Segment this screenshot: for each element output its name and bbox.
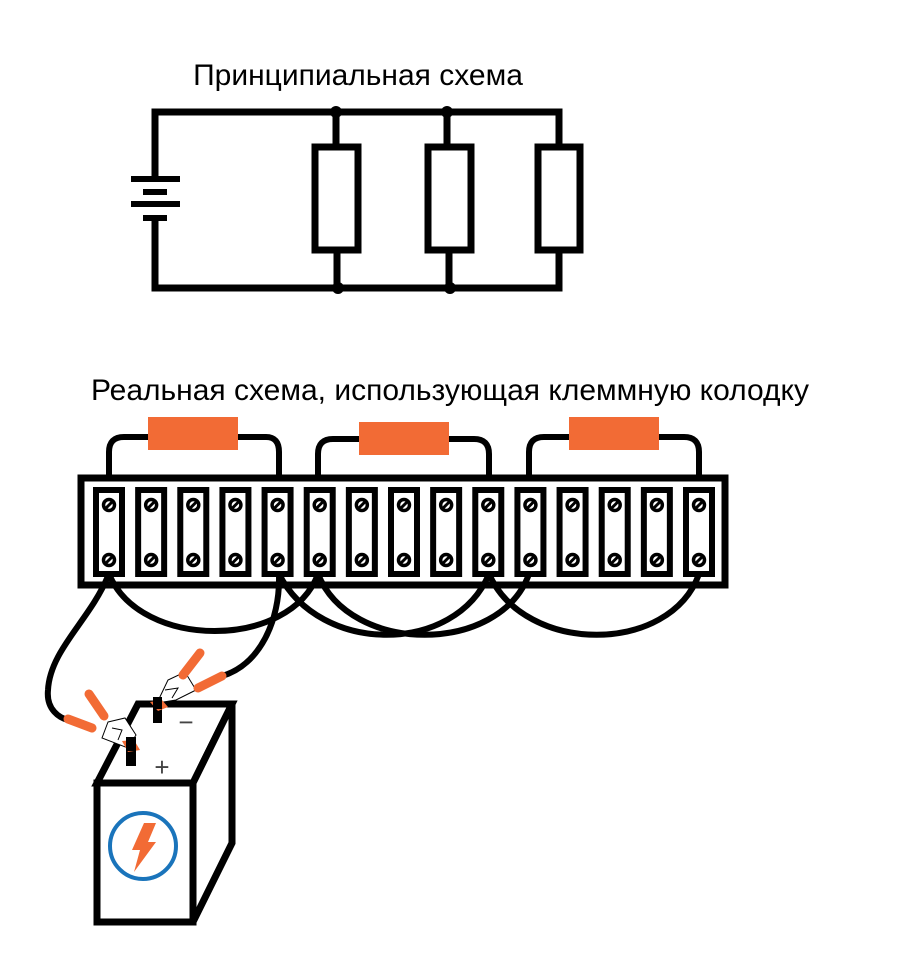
screw-icon — [565, 552, 580, 568]
screw-icon — [270, 497, 285, 513]
screw-icon — [565, 497, 580, 513]
resistor-body-2 — [359, 422, 449, 455]
schematic-wire-top — [151, 108, 563, 178]
positive-sign: + — [154, 752, 169, 782]
screw-icon — [270, 552, 285, 568]
screw-icon — [396, 552, 412, 568]
positive-alligator-clip — [63, 689, 140, 752]
junction-dot — [444, 282, 456, 294]
terminal-5 — [261, 487, 294, 577]
screw-icon — [607, 552, 622, 568]
negative-sign: − — [178, 707, 193, 737]
screw-icon — [481, 497, 496, 513]
schematic-battery-symbol — [131, 176, 180, 221]
screw-icon — [101, 497, 117, 513]
screw-icon — [396, 497, 412, 513]
terminal-strip — [93, 487, 715, 577]
clip-handle — [63, 714, 97, 733]
terminal-7 — [345, 487, 378, 577]
junction-dot — [441, 106, 453, 118]
screw-icon — [101, 552, 117, 568]
screw-icon — [649, 552, 665, 568]
screw-icon — [523, 552, 538, 568]
screw-icon — [691, 497, 707, 513]
terminal-6 — [303, 487, 336, 577]
screw-icon — [354, 552, 370, 568]
terminal-2 — [135, 487, 168, 577]
terminal-3 — [177, 487, 210, 577]
terminal-13 — [598, 487, 631, 577]
screw-icon — [691, 552, 707, 568]
schematic-wire-bottom — [151, 218, 563, 292]
negative-alligator-clip — [150, 648, 227, 711]
bottom-jumpers — [106, 571, 702, 638]
schematic-diagram: Принципиальная схема — [131, 59, 584, 294]
terminal-10 — [472, 487, 505, 577]
screw-icon — [186, 552, 201, 568]
screw-icon — [186, 497, 201, 513]
lightning-bolt-icon — [132, 823, 156, 872]
schematic-resistor-3 — [534, 143, 584, 254]
schematic-resistor-1 — [311, 143, 362, 254]
screw-icon — [143, 497, 159, 513]
terminal-1 — [93, 487, 125, 577]
resistor-body-3 — [569, 417, 659, 450]
clip-handle — [193, 671, 227, 693]
screw-icon — [228, 552, 243, 568]
screw-icon — [649, 497, 665, 513]
junction-dot — [330, 106, 342, 118]
screw-icon — [143, 552, 159, 568]
screw-icon — [312, 497, 327, 513]
screw-icon — [228, 497, 243, 513]
resistor-body-1 — [148, 417, 238, 450]
screw-icon — [438, 497, 454, 513]
screw-icon — [607, 497, 622, 513]
jumper-wire — [486, 571, 702, 638]
schematic-title: Принципиальная схема — [193, 59, 523, 92]
clip-handle — [178, 648, 205, 680]
screw-icon — [523, 497, 538, 513]
terminal-12 — [556, 487, 589, 577]
terminal-11 — [514, 487, 547, 577]
screw-icon — [312, 552, 327, 568]
terminal-15 — [683, 487, 715, 577]
terminal-9 — [430, 487, 463, 577]
screw-icon — [354, 497, 370, 513]
terminal-8 — [388, 487, 420, 577]
jumper-wire — [276, 571, 492, 638]
terminal-4 — [219, 487, 252, 577]
positive-lead-wire — [44, 573, 111, 723]
terminal-14 — [640, 487, 673, 577]
schematic-resistor-2 — [424, 143, 475, 254]
realistic-title: Реальная схема, использующая клеммную ко… — [91, 374, 809, 407]
realistic-diagram: Реальная схема, использующая клеммную ко… — [44, 374, 809, 926]
negative-lead-wire — [219, 573, 283, 679]
negative-terminal-post — [153, 699, 162, 723]
positive-terminal-post — [126, 740, 136, 766]
screw-icon — [481, 552, 496, 568]
clip-handle — [84, 689, 109, 721]
screw-icon — [438, 552, 454, 568]
junction-dot — [332, 282, 344, 294]
